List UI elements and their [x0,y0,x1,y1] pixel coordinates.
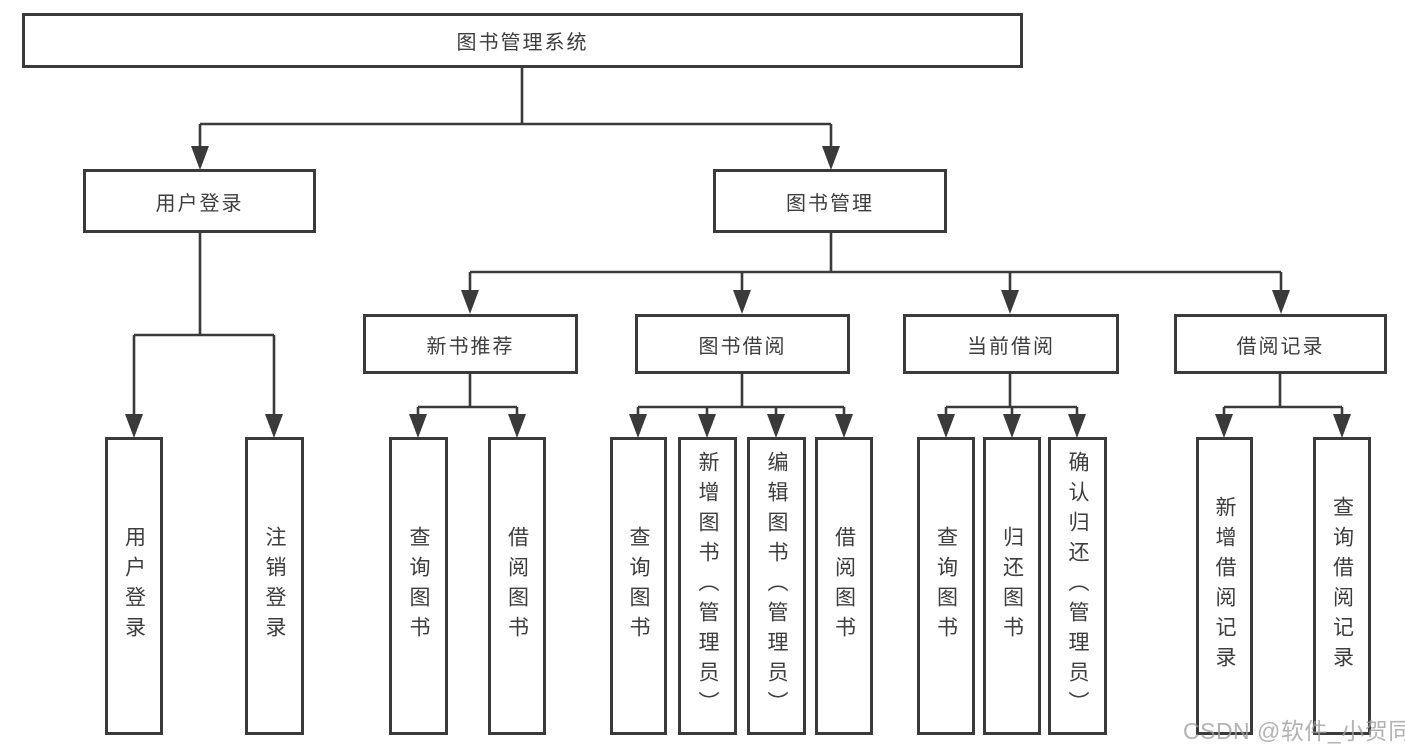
leaf-confirm-return-admin: 确认归还（管理员） [1048,437,1107,735]
leaf-edit-books-admin: 编辑图书（管理员） [747,437,806,735]
connector-paths [132,68,1344,418]
node-book-management: 图书管理 [713,169,947,233]
leaf-query-books-recommend: 查询图书 [389,437,448,735]
csdn-watermark: CSDN @软件_小贺同学 [1183,718,1405,744]
node-new-book-recommendation: 新书推荐 [363,314,578,374]
node-borrowing-records: 借阅记录 [1174,314,1387,374]
leaf-borrow-books-recommend: 借阅图书 [488,437,546,735]
leaf-return-books: 归还图书 [983,437,1041,735]
node-current-borrowing: 当前借阅 [903,314,1119,374]
node-library-management-system: 图书管理系统 [22,13,1023,68]
leaf-borrow-books: 借阅图书 [815,437,873,735]
node-user-login: 用户登录 [83,169,316,233]
leaf-user-login: 用户登录 [105,437,163,735]
leaf-add-borrow-record: 新增借阅记录 [1196,437,1253,735]
arrowheads [125,146,1351,438]
leaf-query-books-borrow: 查询图书 [610,437,667,735]
leaf-logout: 注销登录 [245,437,304,735]
node-book-borrowing: 图书借阅 [635,314,850,374]
leaf-query-borrow-record: 查询借阅记录 [1313,437,1371,735]
leaf-add-books-admin: 新增图书（管理员） [678,437,737,735]
leaf-query-books-current: 查询图书 [917,437,975,735]
